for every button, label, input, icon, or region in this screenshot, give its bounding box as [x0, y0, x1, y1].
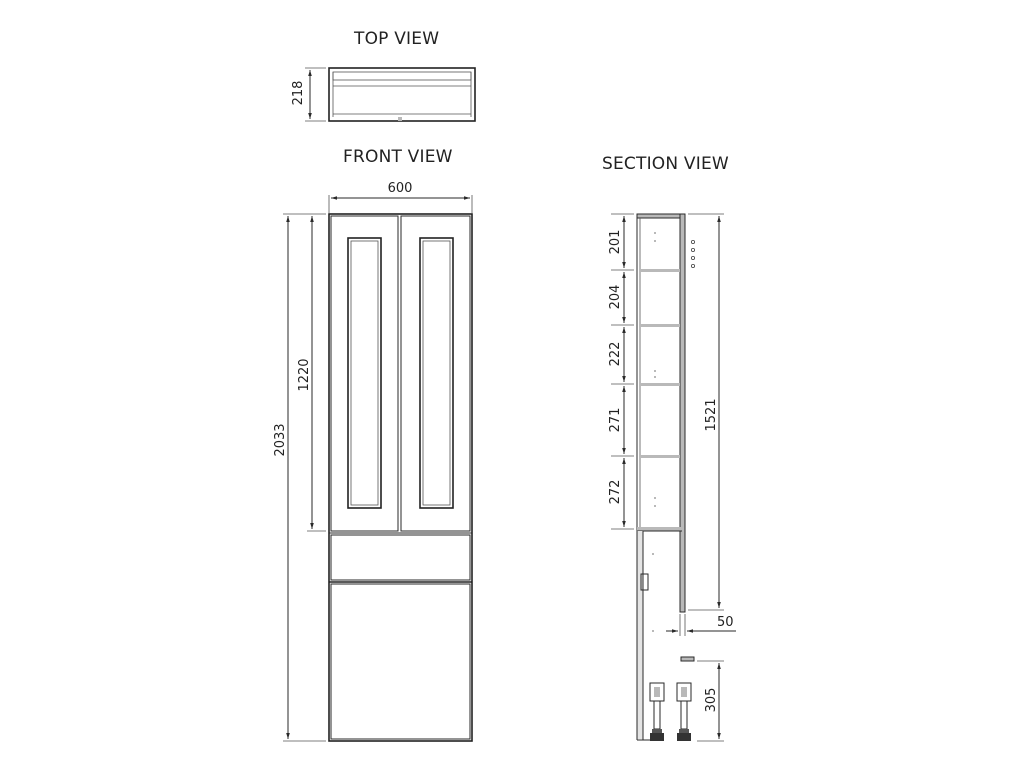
left-door-panel	[347, 237, 382, 509]
shelf	[640, 324, 680, 327]
right-door	[400, 215, 471, 532]
top-view-title: TOP VIEW	[354, 29, 440, 49]
front-view-title: FRONT VIEW	[343, 147, 453, 167]
shelf	[640, 383, 680, 386]
left-door	[330, 215, 399, 532]
door-height-label: 1220	[297, 358, 312, 391]
top-view-outline	[328, 67, 476, 122]
leg-right	[676, 682, 692, 741]
top-depth-label: 218	[291, 81, 306, 106]
cabinet-outline	[328, 213, 473, 742]
panel-thickness-label: 50	[717, 615, 734, 630]
leg-height-label: 305	[704, 688, 719, 713]
total-height-label: 2033	[273, 423, 288, 456]
shelf-3-label: 222	[608, 342, 623, 367]
leg-left	[649, 682, 665, 741]
top-view: 218	[291, 67, 476, 122]
shelf-4-label: 271	[608, 408, 623, 433]
shelf	[637, 527, 682, 531]
section-view: 201 204 222 271 272 1521 50 305	[608, 213, 736, 742]
shelf	[640, 455, 680, 458]
section-back-panel	[679, 213, 686, 613]
front-width-label: 600	[388, 181, 413, 196]
bottom-panel	[330, 583, 471, 740]
front-view: 600 2033 1220	[273, 181, 473, 742]
section-height-label: 1521	[704, 398, 719, 431]
shelf-5-label: 272	[608, 480, 623, 505]
drawer-front	[330, 534, 471, 581]
drawer-handle	[640, 573, 649, 591]
shelf	[640, 269, 680, 272]
right-door-panel	[419, 237, 454, 509]
shelf-1-label: 201	[608, 230, 623, 255]
shelf-2-label: 204	[608, 285, 623, 310]
section-view-title: SECTION VIEW	[602, 154, 729, 174]
